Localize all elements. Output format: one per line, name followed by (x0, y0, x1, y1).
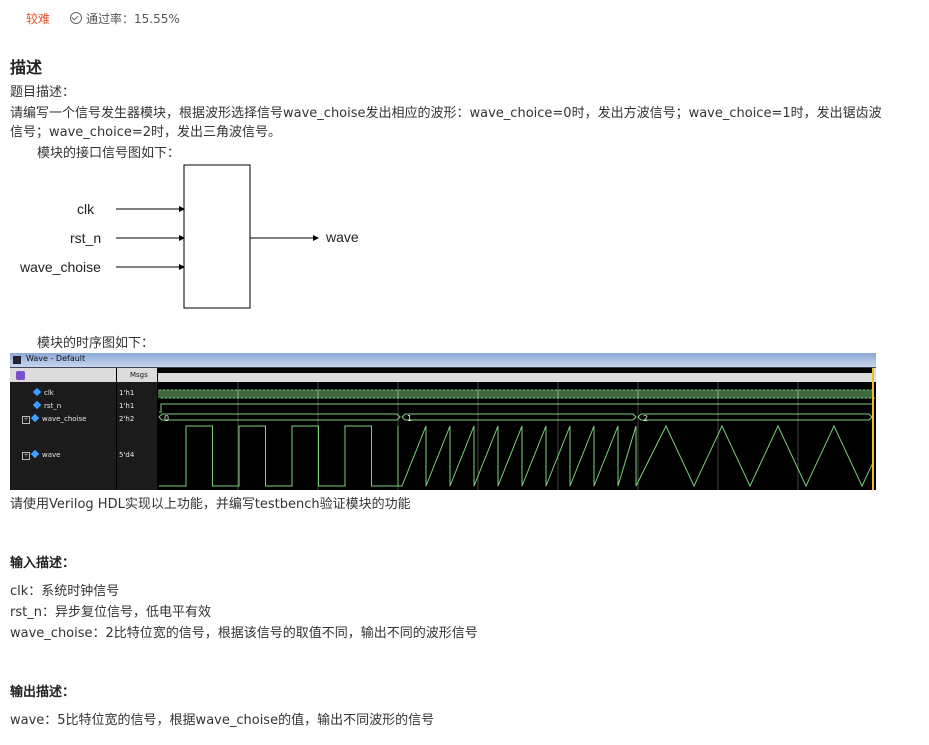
signal-name: rst_n (44, 402, 62, 410)
signal-diamond-icon (32, 400, 42, 410)
description-line-1: 请编写一个信号发生器模块，根据波形选择信号wave_choise发出相应的波形：… (10, 106, 882, 121)
signal-name-pane (10, 368, 116, 490)
signal-value-wave: 5'd4 (119, 451, 135, 459)
pass-rate: 通过率：15.55% (70, 10, 180, 27)
output-heading: 输出描述： (10, 685, 76, 700)
signal-value-wave-choise: 2'h2 (119, 415, 135, 423)
bus-segment (637, 413, 873, 421)
bus-label: 2 (643, 414, 648, 423)
signal-row-clk[interactable]: clk (32, 387, 54, 397)
waveform-header-bar (158, 368, 873, 373)
waveform-area[interactable]: 0 1 2 (158, 368, 876, 490)
output-label-wave: wave (325, 229, 359, 245)
output-item-wave: wave：5比特位宽的信号，根据wave_choise的值，输出不同波形的信号 (10, 713, 435, 728)
signal-diamond-icon (30, 413, 40, 423)
expand-plus-icon[interactable]: + (22, 452, 30, 460)
interface-caption: 模块的接口信号图如下： (37, 146, 181, 161)
pass-rate-text: 通过率：15.55% (86, 12, 180, 26)
bus-label: 0 (164, 414, 169, 423)
wave-window-titlebar: Wave - Default (10, 353, 876, 368)
signal-value-clk: 1'h1 (119, 389, 135, 397)
wave-toolbar-icon[interactable] (16, 371, 25, 380)
description-line-2: 信号；wave_choice=2时，发出三角波信号。 (10, 125, 282, 140)
interface-block-diagram: clk rst_n wave_choise wave (19, 164, 359, 309)
section-heading-description: 描述 (10, 58, 43, 77)
signal-diamond-icon (32, 387, 42, 397)
signal-name: wave (42, 451, 61, 459)
module-box (183, 164, 251, 309)
signal-row-rst-n[interactable]: rst_n (32, 400, 62, 410)
signal-row-wave[interactable]: + wave (22, 449, 61, 460)
input-item-clk: clk：系统时钟信号 (10, 584, 120, 599)
signal-value-rst-n: 1'h1 (119, 402, 135, 410)
input-label-clk: clk (77, 201, 95, 217)
difficulty-badge: 较难 (26, 12, 51, 26)
clk-waveform (158, 389, 875, 399)
check-circle-icon (70, 12, 82, 24)
wave-viewer-window: Wave - Default Msgs clk rst_n + wave_choi… (10, 353, 876, 490)
signal-diamond-icon (30, 449, 40, 459)
input-label-wave-choise: wave_choise (19, 259, 101, 275)
input-item-wave-choise: wave_choise：2比特位宽的信号，根据该信号的取值不同，输出不同的波形信… (10, 626, 478, 641)
msgs-header-label: Msgs (130, 371, 148, 379)
clk-trace (158, 389, 875, 399)
timing-caption: 模块的时序图如下： (37, 336, 155, 351)
window-icon (13, 356, 21, 364)
wave-trace (159, 424, 873, 488)
input-heading: 输入描述： (10, 556, 76, 571)
signal-name: wave_choise (42, 415, 87, 423)
rst-n-trace (159, 403, 872, 413)
instruction-text: 请使用Verilog HDL实现以上功能，并编写testbench验证模块的功能 (10, 497, 411, 512)
msgs-header: Msgs (117, 368, 157, 382)
signal-value-pane (117, 368, 157, 490)
bus-segment (158, 413, 401, 421)
description-subtitle: 题目描述： (10, 85, 76, 100)
signal-name: clk (44, 389, 54, 397)
bus-segment (401, 413, 637, 421)
input-item-rst-n: rst_n：异步复位信号，低电平有效 (10, 605, 211, 620)
bus-label: 1 (407, 414, 412, 423)
signal-row-wave-choise[interactable]: + wave_choise (22, 413, 87, 424)
rst-n-waveform (159, 403, 872, 413)
signal-pane-header (10, 368, 116, 382)
wave-window-title: Wave - Default (26, 354, 86, 363)
wave-choise-waveform: 0 1 2 (158, 413, 873, 423)
expand-plus-icon[interactable]: + (22, 416, 30, 424)
wave-waveform (159, 424, 873, 488)
input-label-rst-n: rst_n (70, 230, 101, 246)
